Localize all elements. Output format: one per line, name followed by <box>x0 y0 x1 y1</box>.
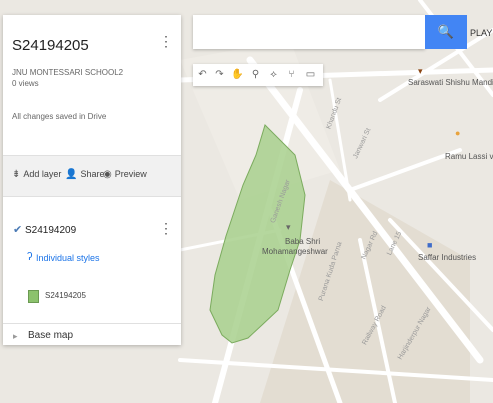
map-title[interactable]: S24194205 <box>12 37 89 54</box>
undo-icon[interactable]: ↶ <box>198 69 207 80</box>
search-box[interactable] <box>193 15 425 49</box>
place-label-saraswati[interactable]: Saraswati Shishu Mandi <box>408 78 493 87</box>
map-actions-bar: ⇟Add layer 👤Share ◉Preview <box>3 155 181 197</box>
base-map-label: Base map <box>28 330 74 341</box>
place-label-saffar[interactable]: Saffar Industries <box>418 253 477 262</box>
ruler-icon[interactable]: ▭ <box>305 69 316 80</box>
add-layer-label: Add layer <box>23 169 62 179</box>
place-label-ramu[interactable]: Ramu Lassi v <box>445 152 493 161</box>
drawn-area-polygon[interactable] <box>209 124 306 344</box>
search-icon: 🔍 <box>437 24 455 39</box>
play-label[interactable]: PLAY <box>470 28 493 38</box>
share-icon: 👤 <box>65 169 78 180</box>
place-marker-icon[interactable]: ▾ <box>286 222 291 232</box>
map-options-menu-icon[interactable]: ⋮ <box>159 33 173 49</box>
map-description[interactable]: JNU MONTESSARI SCHOOL2 <box>12 68 124 77</box>
add-layer-icon: ⇟ <box>12 169 21 180</box>
base-map-row[interactable]: ▸ Base map <box>3 323 181 346</box>
marker-icon[interactable]: ⚲ <box>251 69 260 80</box>
drawing-toolbar: ↶ ↷ ✋ ⚲ ⟡ ⑂ ▭ <box>193 64 323 86</box>
preview-icon: ◉ <box>103 169 112 180</box>
layer-checkbox-icon[interactable]: ✔ <box>13 224 23 236</box>
layer-styles-link[interactable]: Individual styles <box>36 253 100 263</box>
save-status: All changes saved in Drive <box>12 112 107 121</box>
place-marker-icon[interactable]: ▾ <box>418 66 423 76</box>
feature-color-swatch[interactable] <box>28 290 39 303</box>
map-views-count: 0 views <box>12 79 39 88</box>
hand-icon[interactable]: ✋ <box>231 69 244 80</box>
expand-arrow-icon[interactable]: ▸ <box>13 331 18 341</box>
feature-item-label[interactable]: S24194205 <box>45 291 86 300</box>
paint-style-icon: ʔ <box>27 251 33 263</box>
preview-label: Preview <box>114 169 147 179</box>
search-input[interactable] <box>199 17 423 49</box>
draw-line-icon[interactable]: ⟡ <box>270 69 277 80</box>
route-icon[interactable]: ⑂ <box>288 69 295 80</box>
industry-marker-icon[interactable]: ■ <box>427 240 433 250</box>
place-label-baba[interactable]: Baba Shri <box>285 237 321 246</box>
share-label: Share <box>80 169 105 179</box>
layer-options-menu-icon[interactable]: ⋮ <box>159 220 173 236</box>
share-button[interactable]: 👤Share <box>65 169 104 180</box>
food-marker-icon[interactable]: ● <box>455 128 461 138</box>
preview-button[interactable]: ◉Preview <box>103 169 147 180</box>
map-details-panel: S24194205 ⋮ JNU MONTESSARI SCHOOL2 0 vie… <box>3 15 181 345</box>
redo-icon[interactable]: ↷ <box>215 69 224 80</box>
search-button[interactable]: 🔍 <box>425 15 467 49</box>
city-block <box>260 180 470 403</box>
place-label-baba-2[interactable]: Mohamangeshwar <box>262 247 328 256</box>
layer-name[interactable]: S24194209 <box>25 225 77 236</box>
add-layer-button[interactable]: ⇟Add layer <box>12 169 61 180</box>
